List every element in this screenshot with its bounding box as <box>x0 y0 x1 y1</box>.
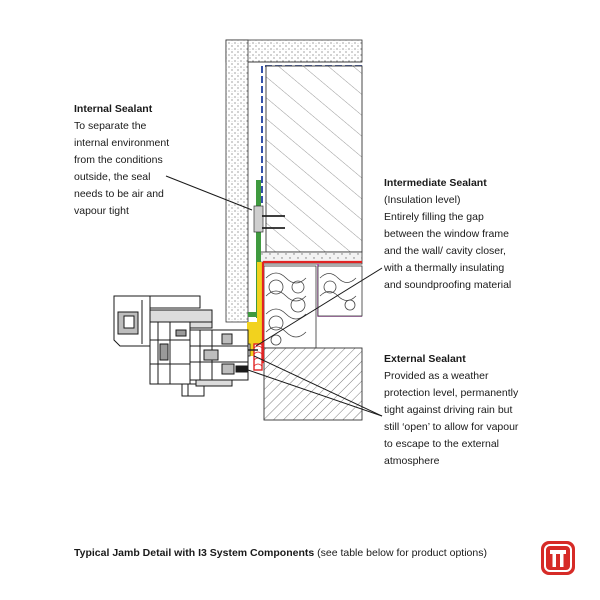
figure-caption: Typical Jamb Detail with I3 System Compo… <box>74 547 487 559</box>
intermediate-sealant-note: Intermediate Sealant (Insulation level) … <box>384 175 554 294</box>
leader-external-1 <box>253 355 383 417</box>
window-frame-profile <box>113 295 249 397</box>
caption-title: Typical Jamb Detail with I3 System Compo… <box>74 547 315 559</box>
external-sealant <box>253 260 362 371</box>
cavity-insulation <box>263 265 363 349</box>
leader-internal <box>165 175 253 211</box>
inner-masonry-block <box>265 65 363 253</box>
internal-sealant-body: To separate the internal environment fro… <box>74 120 170 217</box>
internal-sealant-note: Internal Sealant To separate the interna… <box>74 101 224 220</box>
internal-sealant <box>248 180 285 318</box>
leader-external-2 <box>247 369 383 417</box>
internal-sealant-heading: Internal Sealant <box>74 103 153 115</box>
intermediate-sealant <box>247 262 264 356</box>
intermediate-sealant-heading: Intermediate Sealant <box>384 177 487 189</box>
external-sealant-note: External Sealant Provided as a weather p… <box>384 351 554 470</box>
external-sealant-heading: External Sealant <box>384 353 466 365</box>
tremco-logo-icon <box>541 541 575 575</box>
caption-note: (see table below for product options) <box>314 547 487 559</box>
leader-intermediate <box>255 267 383 347</box>
intermediate-sealant-body: (Insulation level) Entirely filling the … <box>384 194 512 291</box>
internal-plaster <box>225 39 363 323</box>
external-sealant-body: Provided as a weather protection level, … <box>384 370 519 467</box>
leader-lines <box>165 175 383 417</box>
